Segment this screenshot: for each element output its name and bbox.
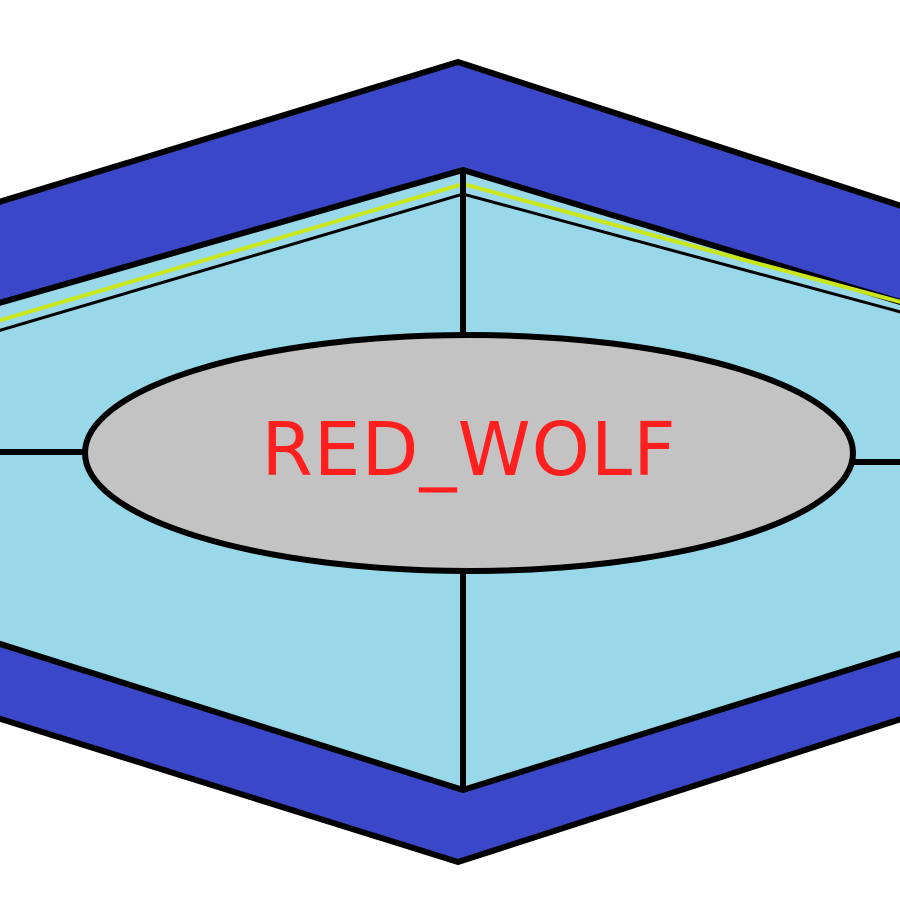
center-ellipse [82,332,856,574]
